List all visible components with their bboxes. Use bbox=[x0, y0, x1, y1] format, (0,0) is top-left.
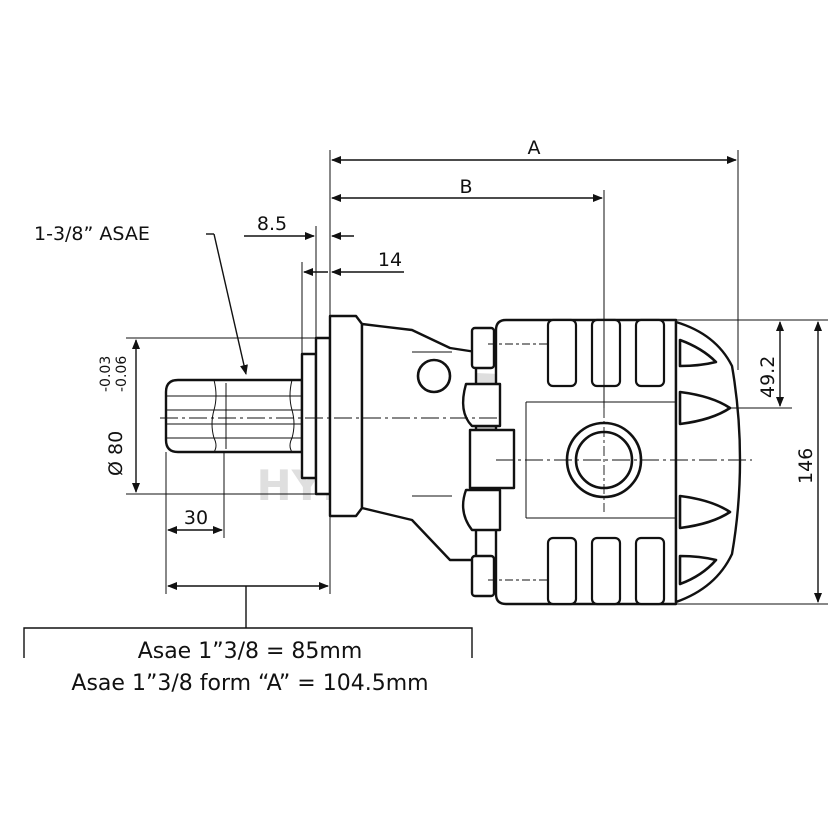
shaft-length-notes: Asae 1”3/8 = 85mm Asae 1”3/8 form “A” = … bbox=[71, 639, 428, 696]
dimension-diameter-80: Ø 80 -0.03 -0.06 bbox=[98, 337, 316, 495]
shaft-callout: 1-3/8” ASAE bbox=[34, 223, 248, 375]
dim-146-label: 146 bbox=[795, 448, 817, 484]
note-line-2: Asae 1”3/8 form “A” = 104.5mm bbox=[71, 671, 428, 696]
dim-14-label: 14 bbox=[378, 249, 402, 271]
diameter-label: Ø 80 bbox=[105, 431, 127, 476]
dim-30-label: 30 bbox=[184, 507, 208, 529]
dim-a-label: A bbox=[528, 137, 541, 159]
end-cover bbox=[674, 320, 742, 604]
note-line-1: Asae 1”3/8 = 85mm bbox=[138, 639, 363, 664]
splined-shaft bbox=[164, 378, 304, 454]
dimension-14: 14 bbox=[301, 249, 404, 354]
dimension-146: 146 bbox=[676, 319, 828, 605]
mounting-flange bbox=[300, 314, 496, 598]
shaft-length-dimension bbox=[23, 516, 473, 658]
dimension-a: A bbox=[329, 137, 739, 370]
gearbox-body bbox=[461, 318, 678, 606]
tolerance-lower: -0.06 bbox=[114, 356, 130, 392]
dim-8-5-label: 8.5 bbox=[257, 213, 287, 235]
dimension-8-5: 8.5 bbox=[244, 213, 354, 338]
dimension-30: 30 bbox=[165, 452, 225, 594]
dimension-49-2: 49.2 bbox=[676, 319, 792, 409]
dimension-b: B bbox=[331, 176, 605, 408]
tolerance-upper: -0.03 bbox=[98, 356, 114, 392]
shaft-callout-label: 1-3/8” ASAE bbox=[34, 223, 150, 245]
dim-49-2-label: 49.2 bbox=[757, 356, 779, 398]
center-lines bbox=[160, 343, 752, 581]
dim-b-label: B bbox=[459, 176, 472, 198]
